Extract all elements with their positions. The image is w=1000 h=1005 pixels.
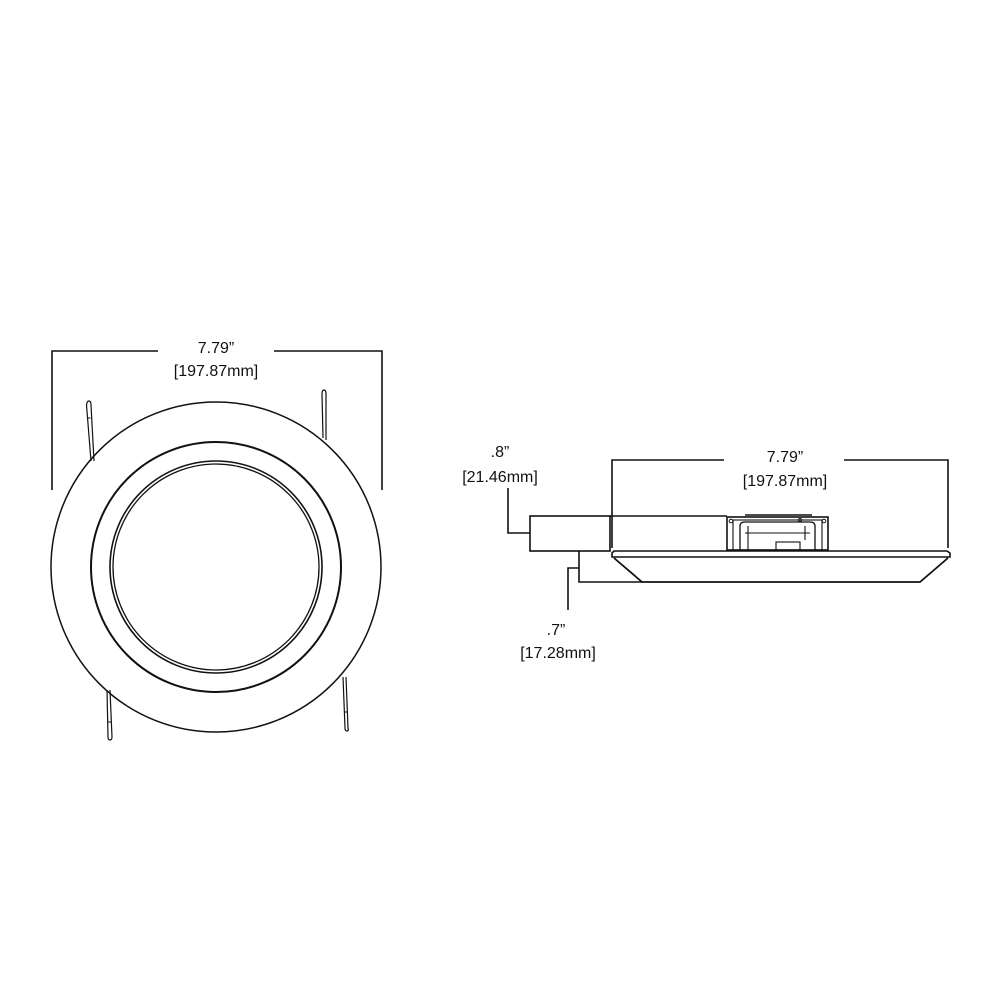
outer-trim-ring — [50, 401, 382, 733]
middle-trim-ring — [90, 441, 342, 693]
spring-clip-top-left — [85, 400, 95, 462]
spring-clip-bottom-right — [342, 676, 349, 732]
trim-flange — [611, 550, 951, 583]
trim-height-imperial: .7” — [547, 622, 566, 639]
side-view-width-imperial: 7.79” — [767, 449, 803, 466]
side-view-width-dimension: 7.79” [197.87mm] — [611, 449, 949, 548]
top-view: 7.79” [197.87mm] — [50, 340, 383, 741]
lens-outer-ring — [109, 460, 323, 674]
housing-height-metric: [21.46mm] — [462, 469, 538, 486]
top-view-width-imperial: 7.79” — [198, 340, 234, 357]
housing-height-dimension: .8” [21.46mm] — [462, 444, 727, 552]
side-view: 7.79” [197.87mm] .8” [21.46mm] .7” [17.2… — [462, 444, 951, 662]
spring-clips — [85, 389, 349, 741]
side-view-width-metric: [197.87mm] — [743, 473, 827, 490]
driver-housing — [726, 514, 829, 551]
spring-clip-top-right — [321, 389, 327, 440]
top-view-width-metric: [197.87mm] — [174, 363, 258, 380]
trim-height-dimension: .7” [17.28mm] — [520, 551, 643, 662]
spring-clip-bottom-left — [106, 689, 113, 741]
lens-inner-ring — [112, 463, 320, 671]
housing-height-imperial: .8” — [491, 444, 510, 461]
top-view-width-dimension: 7.79” [197.87mm] — [51, 340, 383, 490]
trim-height-metric: [17.28mm] — [520, 645, 596, 662]
